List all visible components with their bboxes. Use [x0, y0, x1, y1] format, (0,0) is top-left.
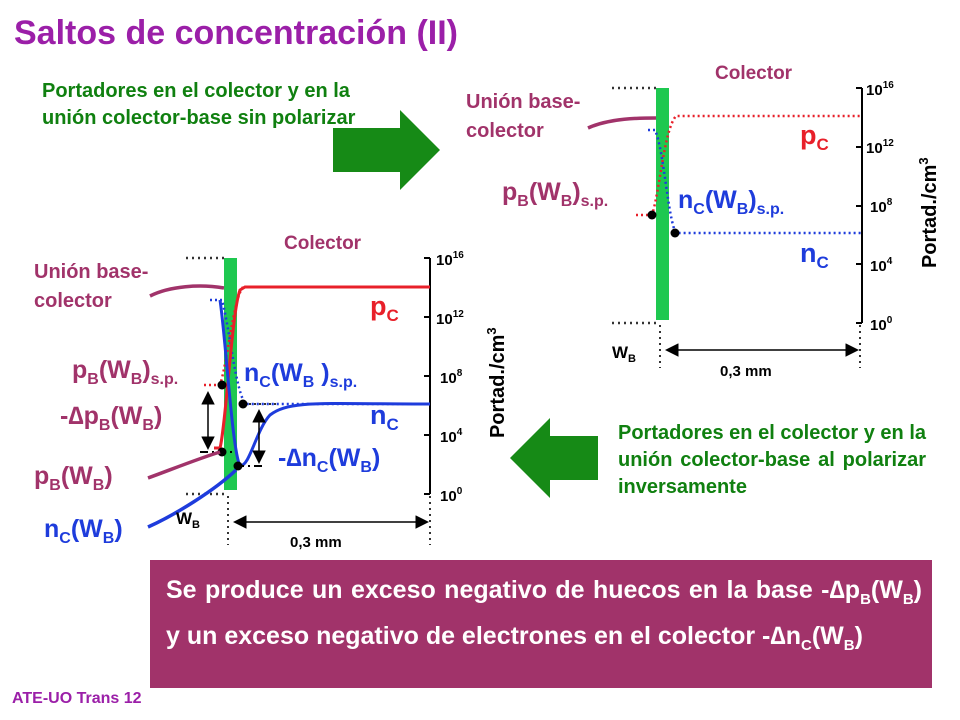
- pb-sp-label-bottom: pB(WB)s.p.: [72, 356, 178, 388]
- distance-label-bottom: 0,3 mm: [290, 534, 342, 551]
- diagram-bottom: [147, 256, 431, 545]
- nc-sp-label-bottom: nC(WB )s.p.: [244, 359, 357, 391]
- point-pb-sp-bottom: [217, 380, 227, 390]
- colector-label-top: Colector: [715, 63, 793, 84]
- summary-box: Se produce un exceso negativo de huecos …: [150, 560, 932, 688]
- caption-bottom: Portadores en el colector y en la unión …: [618, 422, 926, 498]
- point-nc-sp-bottom: [238, 399, 248, 409]
- tick-bottom-3: 104: [440, 427, 463, 446]
- axis-label-bottom: Portad./cm3: [484, 327, 509, 438]
- tick-top-4: 100: [870, 315, 893, 334]
- nc-label-top: nC: [800, 238, 829, 272]
- junction-band-bottom: [224, 258, 237, 490]
- pb-sp-label-top: pB(WB)s.p.: [502, 178, 608, 210]
- union-label-top-2: colector: [466, 120, 544, 142]
- colector-label-bottom: Colector: [284, 233, 362, 254]
- nc-sp-label-top: nC(WB)s.p.: [678, 186, 784, 218]
- pb-pointer: [147, 450, 221, 480]
- tick-top-0: 1016: [866, 80, 894, 99]
- point-nc-bottom: [233, 461, 243, 471]
- union-label-bottom-2: colector: [34, 290, 112, 312]
- axis-label-top: Portad./cm3: [916, 157, 941, 268]
- point-nc-top: [670, 228, 680, 238]
- caption-top: Portadores en el colector y en la unión …: [42, 80, 356, 129]
- pb-label-bottom: pB(WB): [34, 462, 113, 494]
- tick-top-3: 104: [870, 256, 893, 275]
- tick-bottom-2: 108: [440, 368, 463, 387]
- pc-label-bottom: pC: [370, 291, 399, 325]
- footer: ATE-UO Trans 12: [12, 690, 142, 707]
- page-title: Saltos de concentración (II): [14, 14, 458, 52]
- union-label-bottom-1: Unión base-: [34, 261, 148, 283]
- wb-label-bottom: WB: [176, 509, 200, 531]
- tick-top-2: 108: [870, 197, 893, 216]
- nc-label-bottom-w: nC(WB): [44, 515, 123, 547]
- tick-bottom-4: 100: [440, 486, 463, 505]
- wb-label-top: WB: [612, 343, 636, 365]
- point-pb-top: [647, 210, 657, 220]
- y-ticks-bottom: 1016 1012 108 104 100: [436, 250, 464, 505]
- y-ticks-top: 1016 1012 108 104 100: [866, 80, 894, 334]
- holes-curve-bottom: [214, 285, 430, 450]
- junction-band-top: [656, 88, 669, 320]
- distance-label-top: 0,3 mm: [720, 363, 772, 380]
- tick-bottom-0: 1016: [436, 250, 464, 269]
- electrons-curve-top: [648, 128, 862, 235]
- nc-pointer: [147, 468, 238, 529]
- diagram-top: [587, 86, 863, 368]
- pc-label-top: pC: [800, 120, 829, 154]
- arrow-right-icon: [333, 110, 440, 190]
- union-pointer-top: [587, 116, 657, 130]
- arrow-left-icon: [510, 418, 598, 498]
- union-label-top-1: Unión base-: [466, 91, 580, 113]
- nc-label-bottom: nC: [370, 400, 399, 434]
- tick-top-1: 1012: [866, 138, 894, 157]
- tick-bottom-1: 1012: [436, 309, 464, 328]
- delta-nc-label: -∆nC(WB): [278, 444, 380, 476]
- union-pointer-bottom: [149, 284, 225, 298]
- point-pb-bottom: [217, 447, 227, 457]
- delta-pb-label: -∆pB(WB): [60, 402, 162, 434]
